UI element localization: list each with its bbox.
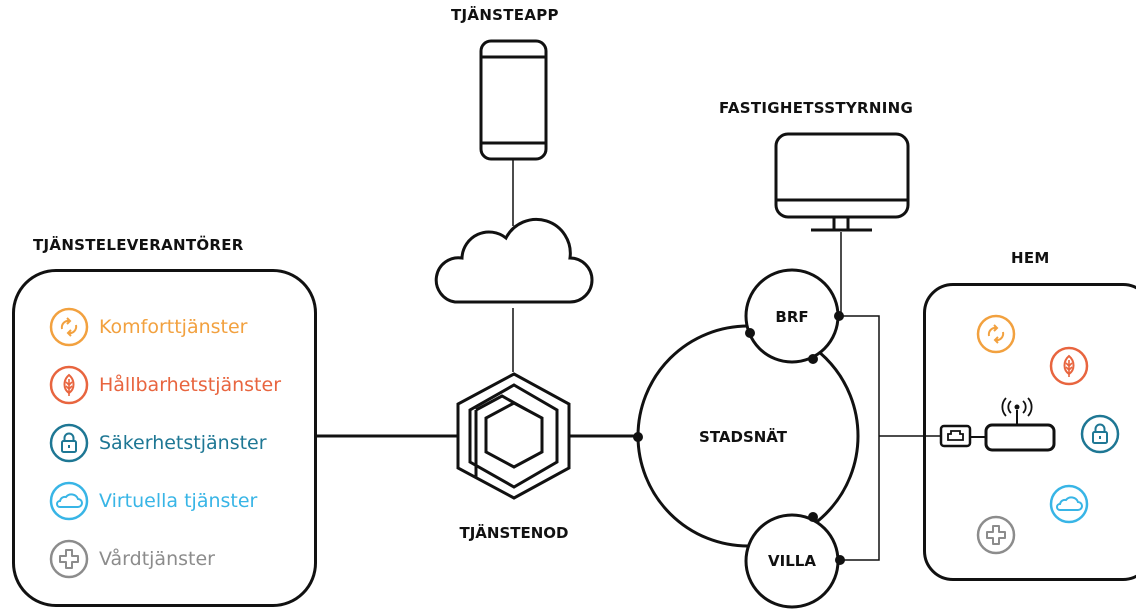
app-heading: TJÄNSTEAPP	[451, 6, 559, 24]
service-item-sustainability: Hållbarhetstjänster	[49, 365, 281, 405]
cloud-icon	[49, 481, 89, 521]
service-label-security: Säkerhetstjänster	[99, 432, 267, 454]
cloud-icon	[434, 217, 594, 304]
service-node-label: TJÄNSTENOD	[459, 524, 569, 542]
providers-heading: TJÄNSTELEVERANTÖRER	[33, 236, 244, 254]
city-network-rings	[636, 268, 860, 609]
phone-icon	[479, 39, 548, 161]
leaf-icon	[49, 365, 89, 405]
service-label-comfort: Komforttjänster	[99, 316, 248, 338]
city-network-label: STADSNÄT	[699, 428, 787, 446]
service-item-security: Säkerhetstjänster	[49, 423, 267, 463]
medical-cross-icon	[976, 515, 1016, 555]
home-panel	[923, 283, 1136, 581]
building-control-heading: FASTIGHETSSTYRNING	[719, 99, 914, 117]
comfort-arrows-icon	[976, 314, 1016, 354]
service-label-care: Vårdtjänster	[99, 548, 215, 570]
service-providers-panel: Komforttjänster Hållbarhetstjänster Säke…	[12, 269, 317, 607]
service-item-virtual: Virtuella tjänster	[49, 481, 257, 521]
connection-lines	[317, 160, 941, 561]
lock-icon	[1080, 414, 1120, 454]
service-item-care: Vårdtjänster	[49, 539, 215, 579]
router-icon	[984, 397, 1056, 452]
villa-label: VILLA	[768, 552, 816, 570]
home-heading: HEM	[1011, 249, 1050, 267]
monitor-icon	[774, 132, 910, 232]
service-label-virtual: Virtuella tjänster	[99, 490, 258, 512]
service-node-icon	[456, 372, 571, 500]
medical-cross-icon	[49, 539, 89, 579]
brf-label: BRF	[775, 308, 809, 326]
comfort-arrows-icon	[49, 307, 89, 347]
cloud-icon	[1049, 484, 1089, 524]
lock-icon	[49, 423, 89, 463]
service-label-sustainability: Hållbarhetstjänster	[99, 374, 282, 396]
leaf-icon	[1049, 346, 1089, 386]
service-item-comfort: Komforttjänster	[49, 307, 247, 347]
junction-dots	[633, 311, 845, 565]
